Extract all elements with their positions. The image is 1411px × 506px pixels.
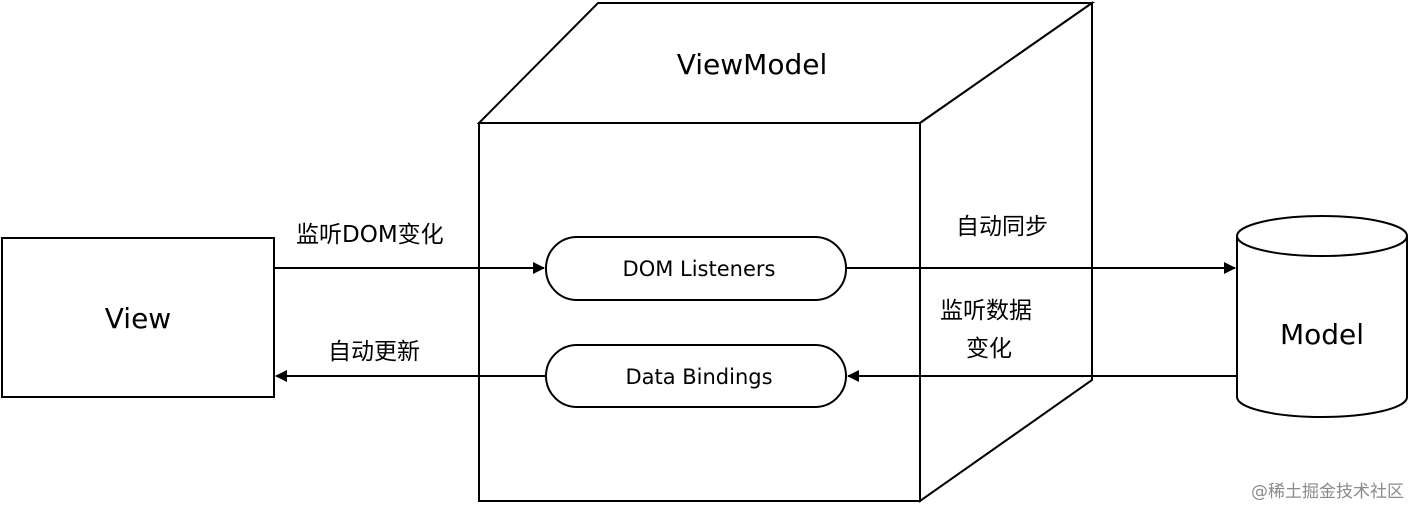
dom-listeners-node[interactable]: DOM Listeners bbox=[545, 236, 847, 301]
edge-label-listen-data-line2: 变化 bbox=[966, 336, 1012, 362]
model-cylinder-top bbox=[1236, 215, 1408, 257]
edge-view-to-dom-listeners: 监听DOM变化 bbox=[274, 222, 545, 274]
edge-model-to-data-bindings: 监听数据 变化 bbox=[847, 298, 1237, 382]
model-cylinder-body bbox=[1236, 236, 1408, 418]
view-label: View bbox=[105, 302, 171, 335]
watermark: @稀土掘金技术社区 bbox=[1251, 482, 1404, 502]
edge-dom-listeners-to-model: 自动同步 bbox=[846, 214, 1236, 274]
edge-label-listen-dom: 监听DOM变化 bbox=[296, 222, 444, 248]
view-box bbox=[1, 237, 275, 398]
dom-listeners-label: DOM Listeners bbox=[623, 257, 776, 281]
edge-label-listen-data-line1: 监听数据 bbox=[940, 298, 1032, 324]
view-node[interactable]: View bbox=[1, 237, 275, 398]
data-bindings-label: Data Bindings bbox=[625, 365, 772, 389]
model-node[interactable]: Model bbox=[1236, 215, 1408, 418]
model-label: Model bbox=[1280, 318, 1364, 351]
edge-label-auto-update: 自动更新 bbox=[328, 339, 420, 365]
cube-front-face bbox=[478, 122, 921, 502]
data-bindings-node[interactable]: Data Bindings bbox=[545, 344, 847, 408]
edge-data-bindings-to-view: 自动更新 bbox=[275, 339, 546, 382]
edge-label-auto-sync: 自动同步 bbox=[956, 214, 1048, 240]
viewmodel-label: ViewModel bbox=[677, 48, 828, 81]
